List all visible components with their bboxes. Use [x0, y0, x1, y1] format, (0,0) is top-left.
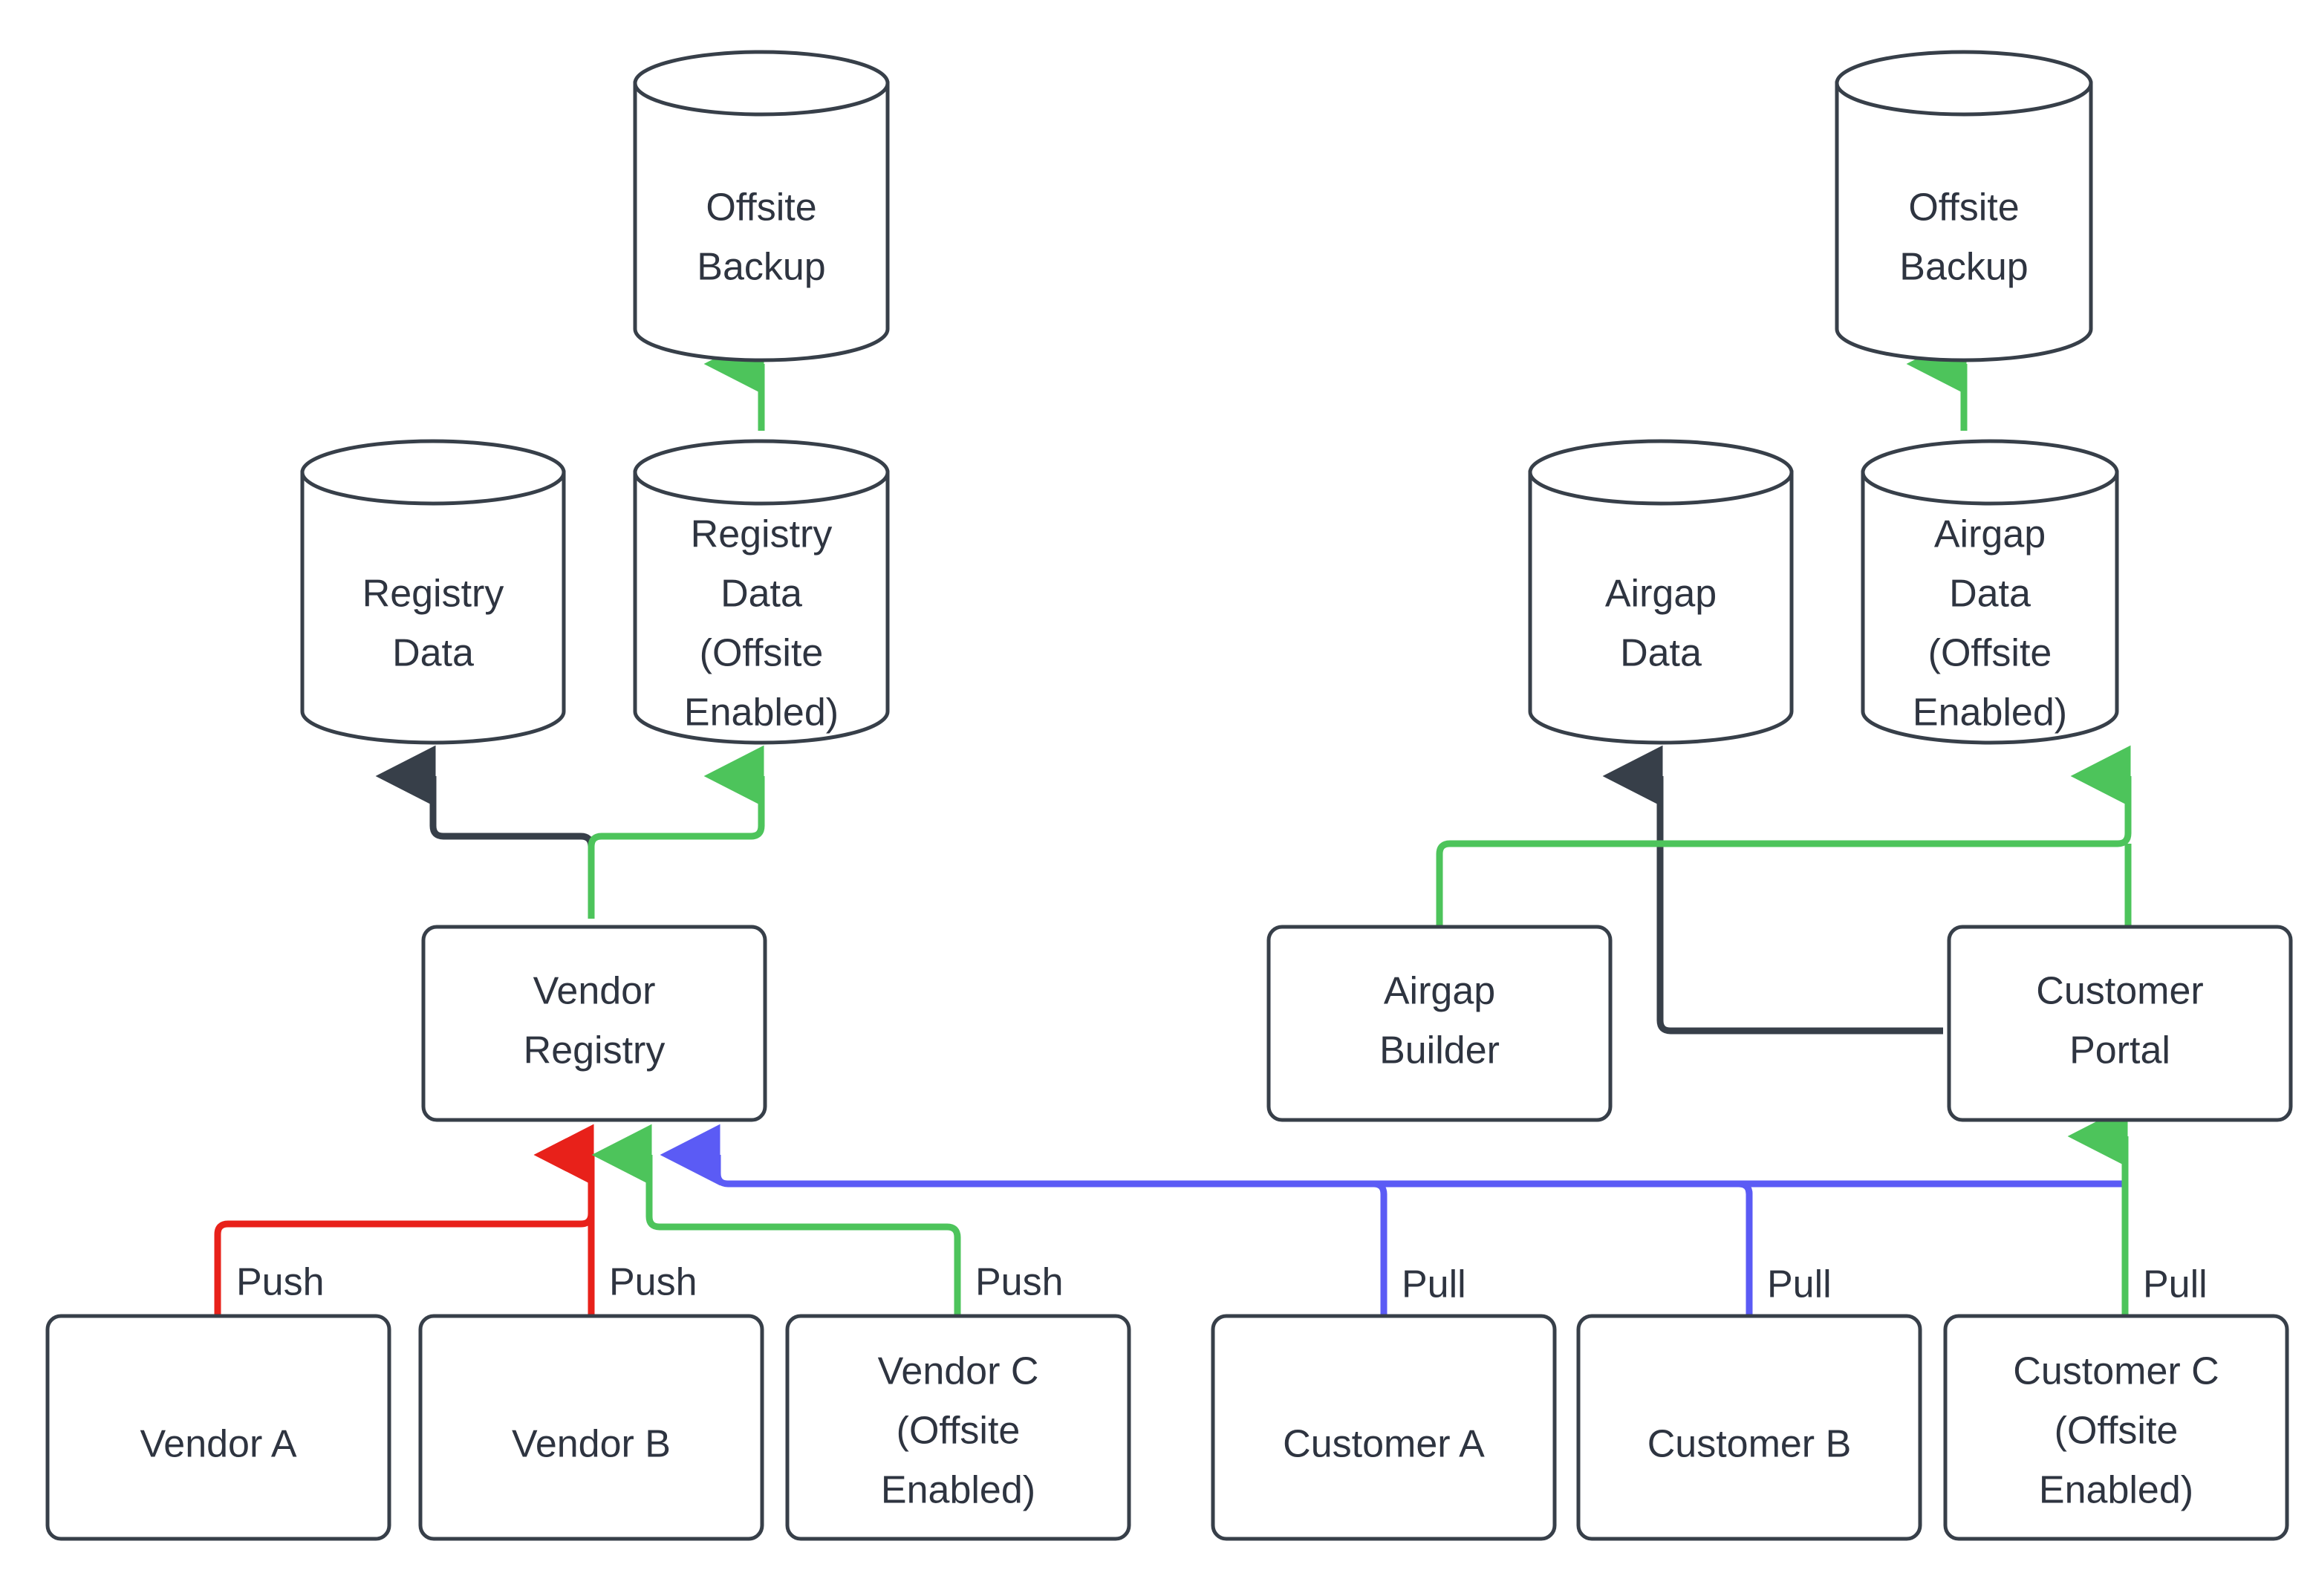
customer-b-label: Customer B — [1647, 1423, 1852, 1466]
customer-c-line3: Enabled) — [2039, 1469, 2193, 1512]
offsite-backup-right-line2: Backup — [1899, 246, 2028, 289]
registry-data-offsite-line1: Registry — [691, 513, 833, 556]
node-vendor-b[interactable]: Vendor B — [418, 1314, 764, 1541]
airgap-data-line1: Airgap — [1605, 573, 1717, 616]
airgap-builder-line1: Airgap — [1384, 970, 1495, 1013]
edge-customer-b-pull-run — [728, 1180, 1753, 1316]
airgap-data-offsite-line4: Enabled) — [1913, 691, 2067, 735]
vendor-registry-line1: Vendor — [533, 970, 656, 1013]
edge-label-customer-c-pull: Pull — [2143, 1263, 2208, 1306]
node-vendor-registry[interactable]: Vendor Registry — [421, 925, 767, 1122]
edge-label-vendor-b-push: Push — [609, 1261, 697, 1304]
customer-portal-line1: Customer — [2036, 970, 2203, 1013]
customer-c-line1: Customer C — [2013, 1350, 2219, 1393]
edge-vendor-registry-to-registry-data-offsite — [588, 745, 765, 919]
node-offsite-backup-left[interactable]: Offsite Backup — [633, 50, 890, 362]
customer-c-line2: (Offsite — [2055, 1410, 2179, 1453]
registry-data-line1: Registry — [362, 573, 504, 616]
node-airgap-builder[interactable]: Airgap Builder — [1266, 925, 1613, 1122]
edge-label-vendor-c-push: Push — [975, 1261, 1064, 1304]
edge-label-vendor-a-push: Push — [236, 1261, 325, 1304]
vendor-b-label: Vendor B — [512, 1423, 671, 1466]
vendor-c-line2: (Offsite — [897, 1410, 1021, 1453]
registry-data-offsite-line3: (Offsite — [700, 632, 824, 675]
node-airgap-data-offsite[interactable]: Airgap Data (Offsite Enabled) — [1861, 439, 2119, 745]
node-customer-b[interactable]: Customer B — [1576, 1314, 1922, 1541]
node-vendor-a[interactable]: Vendor A — [45, 1314, 391, 1541]
node-customer-portal[interactable]: Customer Portal — [1947, 925, 2293, 1122]
airgap-data-offsite-line1: Airgap — [1934, 513, 2046, 556]
node-customer-c[interactable]: Customer C (Offsite Enabled) — [1943, 1314, 2289, 1541]
offsite-backup-left-line1: Offsite — [706, 186, 816, 229]
node-customer-a[interactable]: Customer A — [1211, 1314, 1557, 1541]
edge-airgap-builder-to-airgap-data-offsite — [1436, 745, 2132, 927]
airgap-data-offsite-line2: Data — [1949, 573, 2031, 616]
customer-portal-line2: Portal — [2069, 1029, 2170, 1072]
node-registry-data-offsite[interactable]: Registry Data (Offsite Enabled) — [633, 439, 890, 745]
node-registry-data[interactable]: Registry Data — [300, 439, 566, 745]
registry-data-line2: Data — [392, 632, 474, 675]
node-vendor-c[interactable]: Vendor C (Offsite Enabled) — [785, 1314, 1131, 1541]
airgap-data-offsite-line3: (Offsite — [1928, 632, 2052, 675]
offsite-backup-left-line2: Backup — [697, 246, 825, 289]
node-offsite-backup-right[interactable]: Offsite Backup — [1835, 50, 2093, 362]
edge-vendor-c-push — [591, 1124, 961, 1316]
offsite-backup-right-line1: Offsite — [1908, 186, 2019, 229]
edge-label-customer-a-pull: Pull — [1402, 1263, 1466, 1306]
edge-vendor-registry-to-registry-data — [375, 745, 595, 919]
node-airgap-data[interactable]: Airgap Data — [1528, 439, 1794, 745]
registry-data-offsite-line2: Data — [720, 573, 802, 616]
edge-label-customer-b-pull: Pull — [1767, 1263, 1832, 1306]
airgap-builder-line2: Builder — [1379, 1029, 1500, 1072]
vendor-c-line1: Vendor C — [878, 1350, 1039, 1393]
customer-a-label: Customer A — [1283, 1423, 1485, 1466]
airgap-data-line2: Data — [1620, 632, 1702, 675]
vendor-a-label: Vendor A — [140, 1423, 296, 1466]
registry-data-offsite-line4: Enabled) — [684, 691, 839, 735]
vendor-c-line3: Enabled) — [881, 1469, 1035, 1512]
edge-customer-portal-to-airgap-data — [1602, 745, 1943, 1035]
vendor-registry-line2: Registry — [524, 1029, 666, 1072]
